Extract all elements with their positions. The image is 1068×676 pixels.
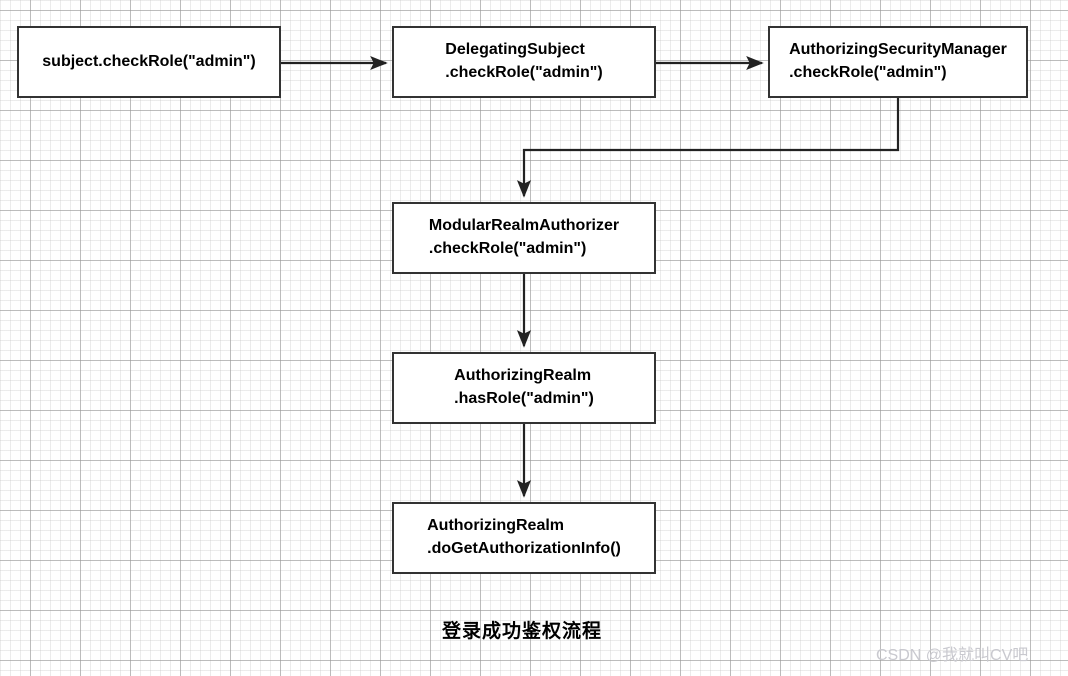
node-label: ModularRealmAuthorizer .checkRole("admin… bbox=[428, 217, 620, 257]
edge-3-to-4 bbox=[516, 98, 900, 198]
diagram-caption: 登录成功鉴权流程 bbox=[441, 621, 602, 642]
node-label: AuthorizingSecurityManager .checkRole("a… bbox=[789, 41, 1007, 81]
node-label: AuthorizingRealm .doGetAuthorizationInfo… bbox=[427, 517, 621, 557]
node-authorizing-security-manager-checkrole[interactable]: AuthorizingSecurityManager .checkRole("a… bbox=[768, 26, 1028, 98]
node-subject-checkrole[interactable]: subject.checkRole("admin") bbox=[17, 26, 281, 98]
node-label: AuthorizingRealm .hasRole("admin") bbox=[454, 367, 594, 407]
node-authorizing-realm-dogetauthorizationinfo[interactable]: AuthorizingRealm .doGetAuthorizationInfo… bbox=[392, 502, 656, 574]
node-delegating-subject-checkrole[interactable]: DelegatingSubject .checkRole("admin") bbox=[392, 26, 656, 98]
node-label: subject.checkRole("admin") bbox=[42, 52, 256, 70]
node-authorizing-realm-hasrole[interactable]: AuthorizingRealm .hasRole("admin") bbox=[392, 352, 656, 424]
watermark-label: CSDN @我就叫CV吧 bbox=[876, 647, 1029, 664]
node-label: DelegatingSubject .checkRole("admin") bbox=[445, 41, 603, 81]
node-modular-realm-authorizer-checkrole[interactable]: ModularRealmAuthorizer .checkRole("admin… bbox=[392, 202, 656, 274]
